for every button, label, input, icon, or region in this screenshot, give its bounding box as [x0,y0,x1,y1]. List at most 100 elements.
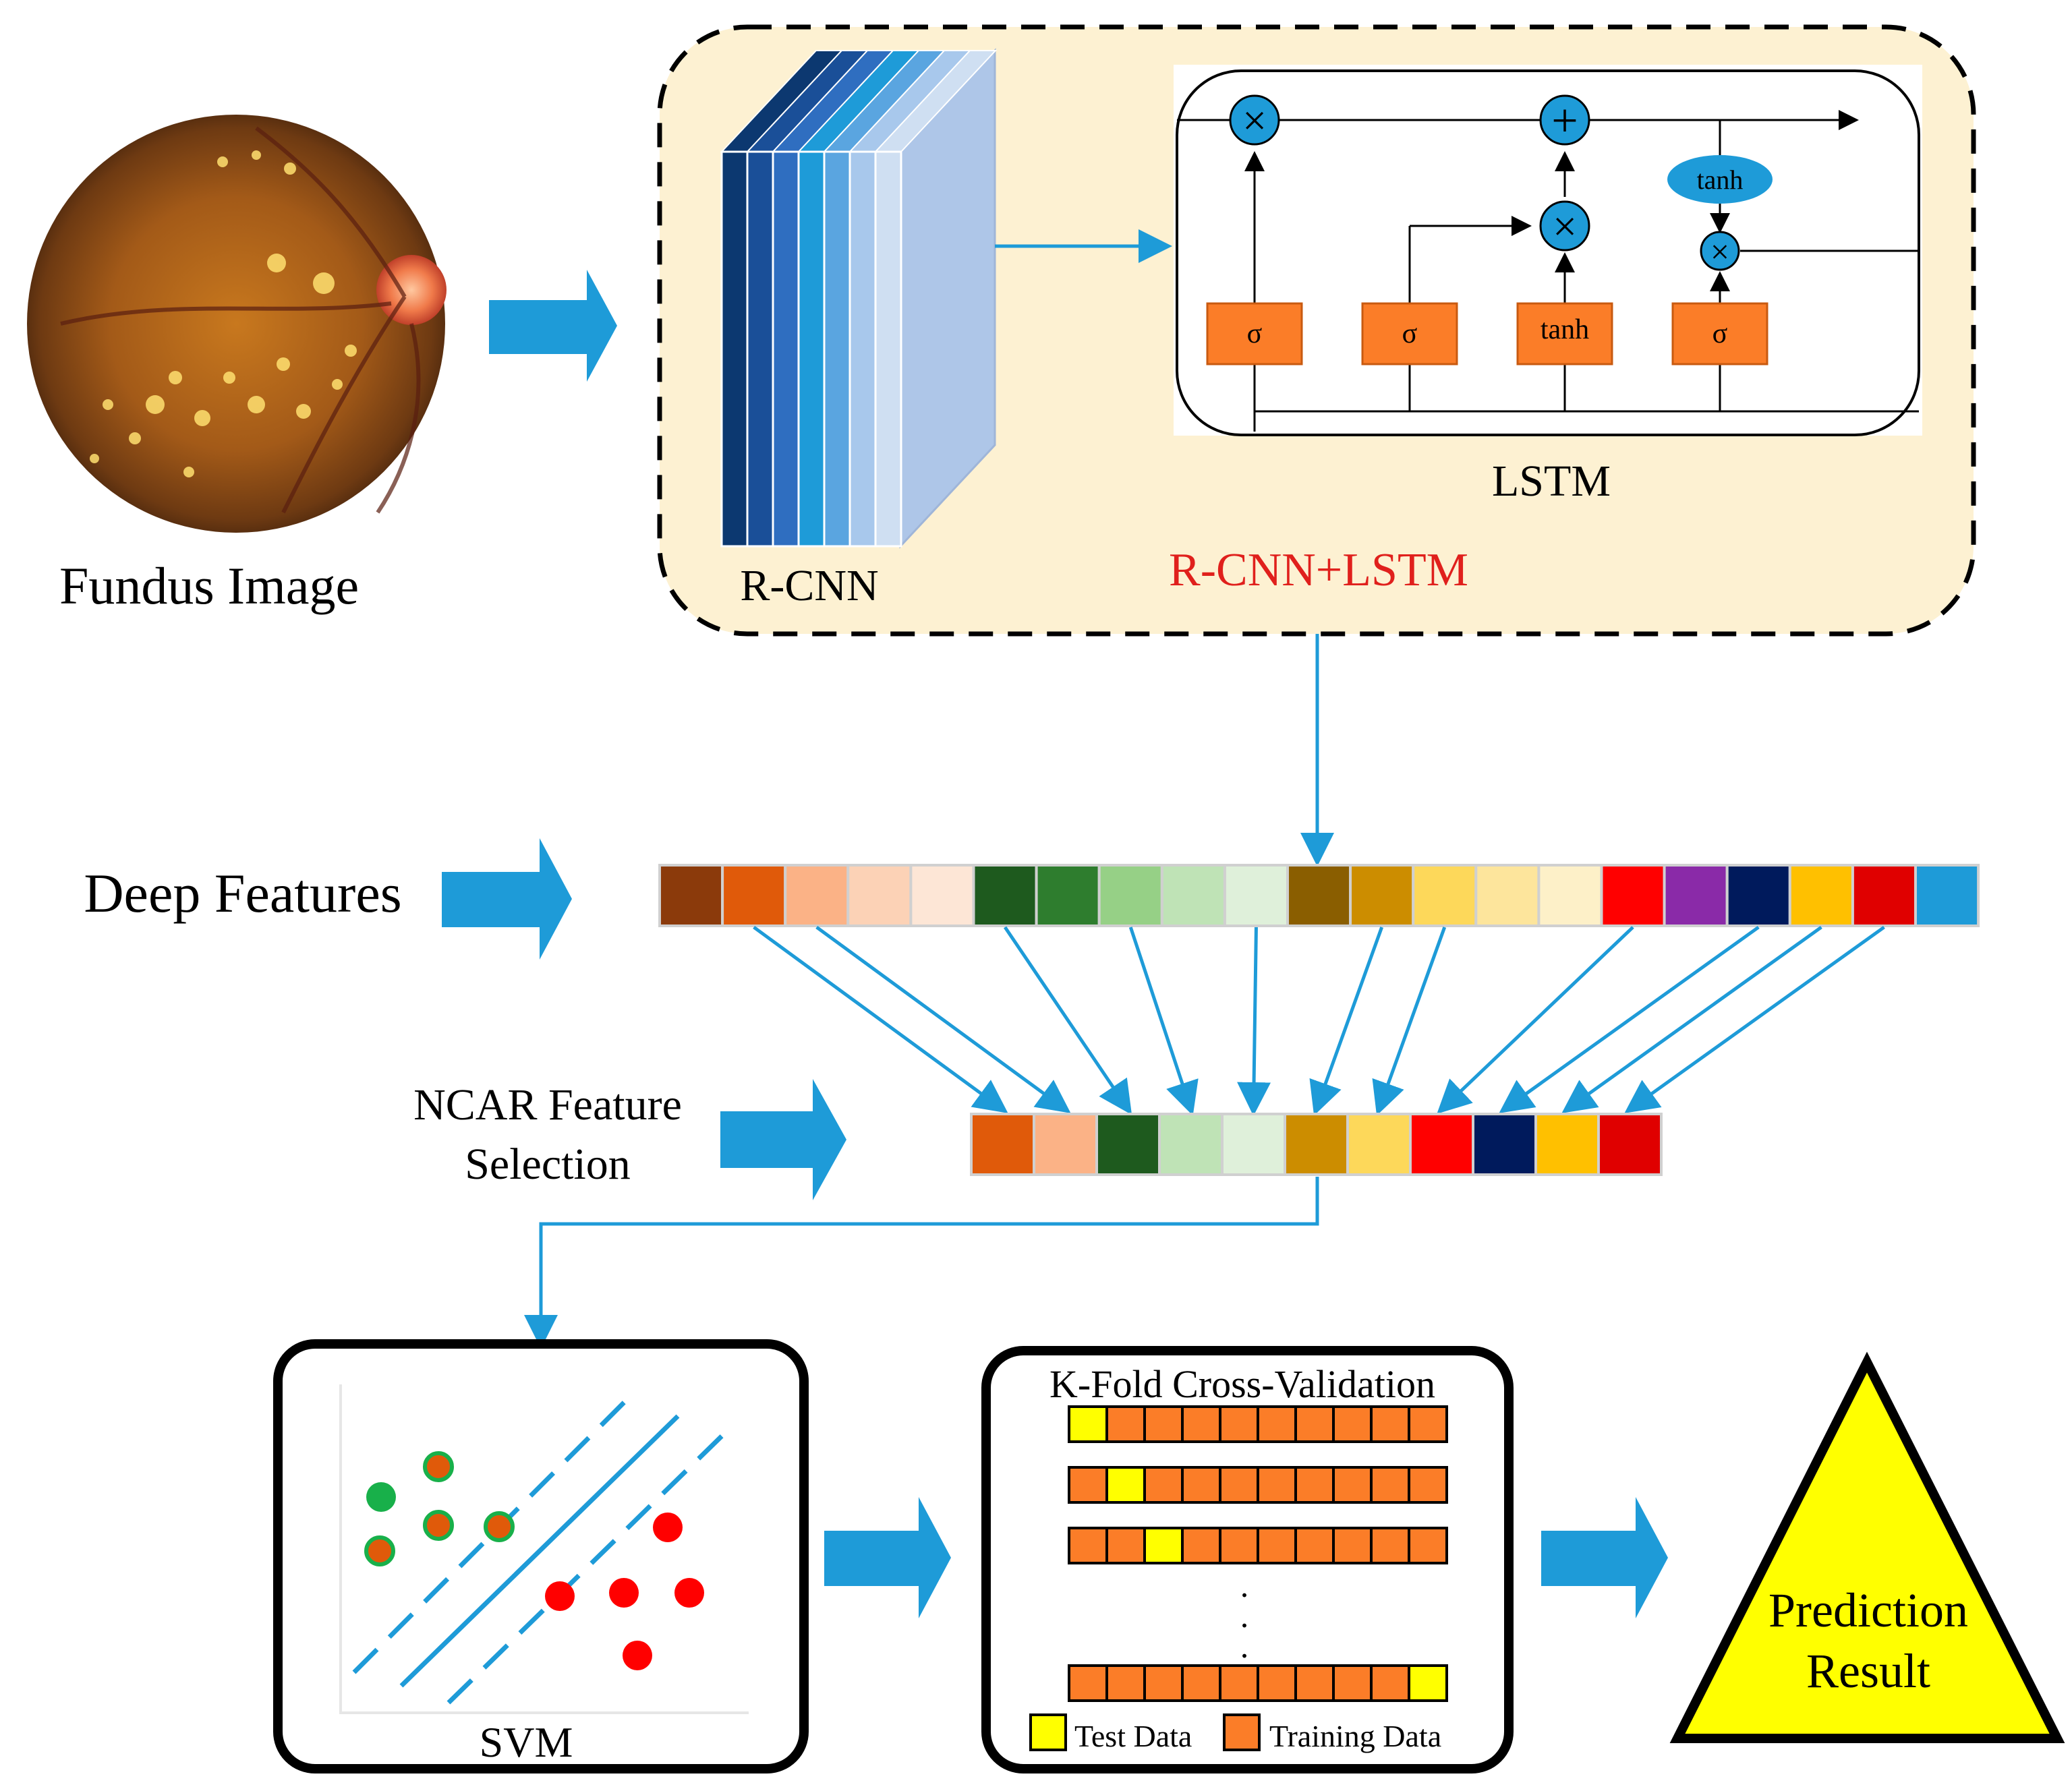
deep-feature-cell [1412,864,1478,927]
deep-feature-cell [784,864,850,927]
legend-test-label: Test Data [1074,1719,1192,1753]
gate-label: tanh [1541,314,1589,345]
rcnn-layer [874,150,902,548]
kfold-training-cell [1408,1527,1448,1564]
deep-feature-cell [1788,864,1854,927]
kfold-training-cell [1370,1664,1410,1702]
deep-feature-cell [1851,864,1917,927]
prediction-result-triangle [1669,1351,2065,1743]
kfold-training-cell [1219,1527,1259,1564]
kfold-training-cell [1068,1664,1108,1702]
kfold-test-cell [1068,1405,1108,1443]
kfold-training-cell [1257,1466,1297,1504]
legend-training-label: Training Data [1269,1719,1441,1753]
selection-arrow [753,925,1008,1113]
ncar-feature-cell [1346,1113,1412,1176]
deep-feature-cell [846,864,913,927]
kfold-training-cell [1143,1405,1184,1443]
rcnn-layer [772,150,800,548]
selection-arrow [1237,927,1271,1116]
multiply-symbol: × [1710,233,1729,270]
deep-feature-cell [972,864,1038,927]
multiply-symbol: × [1242,96,1267,144]
tanh-ellipse-label: tanh [1697,165,1744,195]
deep-feature-cell [1223,864,1290,927]
deep-feature-cell [1097,864,1163,927]
kfold-training-cell [1219,1664,1259,1702]
deep-feature-cell [658,864,724,927]
input-multiply-icon [1539,200,1590,252]
deep-feature-cell [1914,864,1980,927]
deep-feature-cell [1663,864,1729,927]
ncar-feature-cell [1597,1113,1663,1176]
forget-gate [1206,302,1303,365]
rcnn-layer [720,150,749,548]
kfold-training-cell [1332,1405,1373,1443]
kfold-box [981,1346,1514,1773]
class-a-points [364,1451,515,1566]
kfold-training-cell [1181,1527,1221,1564]
svm-label: SVM [480,1718,573,1766]
forget-multiply-icon [1229,94,1280,146]
selection-arrow [1003,926,1132,1115]
fundus-image [27,115,447,533]
rcnn-layer [797,150,826,548]
deep-features-label: Deep Features [84,862,401,924]
kfold-training-cell [1370,1527,1410,1564]
rcnn-label: R-CNN [740,561,878,610]
selection-arrow [1437,926,1634,1114]
kfold-training-cell [1408,1405,1448,1443]
input-gate [1361,302,1458,365]
kfold-training-cell [1181,1664,1221,1702]
tanh-ellipse [1667,155,1773,204]
kfold-training-cell [1294,1405,1335,1443]
ncar-feature-cell [1095,1113,1161,1176]
ncar-feature-cell [1472,1113,1537,1176]
kfold-training-cell [1294,1527,1335,1564]
kfold-training-cell [1105,1664,1146,1702]
kfold-training-cell [1105,1527,1146,1564]
selection-arrow [1128,927,1199,1116]
add-symbol: + [1551,95,1578,147]
rcnn-layer [848,150,877,548]
ncar-feature-cell [970,1113,1035,1176]
kfold-test-cell [1105,1466,1146,1504]
deep-feature-cell [1286,864,1352,927]
ncar-feature-cell [1284,1113,1349,1176]
rcnn-layer [823,150,851,548]
fat-arrow-deep-features [442,838,572,960]
output-gate [1671,302,1768,365]
kfold-training-cell [1143,1664,1184,1702]
gate-label: σ [1402,318,1418,349]
selection-arrow [1561,925,1822,1113]
rcnn-lstm-label: R-CNN+LSTM [1169,544,1468,596]
add-icon [1539,94,1590,146]
deep-feature-cell [1600,864,1666,927]
deep-feature-cell [721,864,787,927]
kfold-training-cell [1294,1466,1335,1504]
deep-features-row [658,864,1980,927]
kfold-training-cell [1181,1466,1221,1504]
kfold-training-cell [1181,1405,1221,1443]
ncar-label-line2: Selection [465,1140,631,1189]
selection-arrow [815,925,1071,1113]
kfold-training-cell [1105,1405,1146,1443]
fat-arrow-ncar [720,1079,846,1200]
class-b-points [545,1513,704,1670]
kfold-training-cell [1068,1527,1108,1564]
ncar-label-line1: NCAR Feature [413,1080,682,1130]
legend-test-swatch [1029,1713,1067,1751]
candidate-gate [1516,302,1613,365]
kfold-training-cell [1408,1466,1448,1504]
kfold-training-cell [1370,1405,1410,1443]
kfold-test-cell [1408,1664,1448,1702]
kfold-title: K-Fold Cross-Validation [1049,1362,1435,1406]
legend-training-swatch [1223,1713,1261,1751]
rcnn-block [720,48,998,549]
deep-feature-cell [1474,864,1541,927]
lstm-label: LSTM [1492,457,1611,506]
selection-arrows [753,925,1885,1116]
deep-feature-cell [1160,864,1226,927]
deep-feature-cell [1035,864,1101,927]
